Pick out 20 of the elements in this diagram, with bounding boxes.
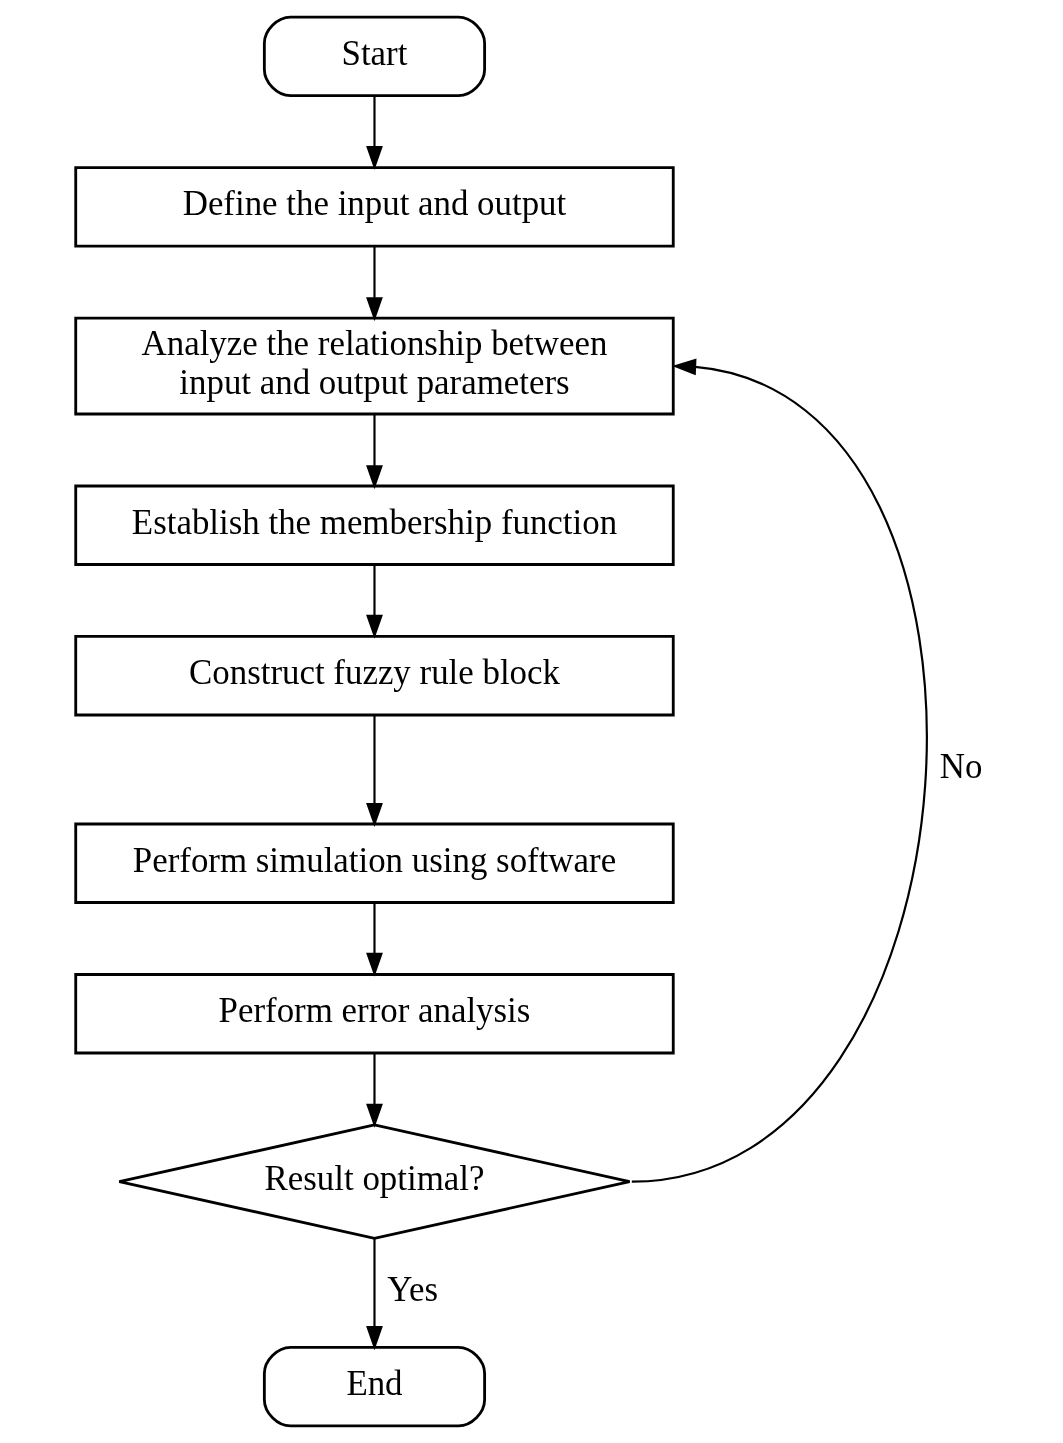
node-box: Define the input and output xyxy=(74,166,675,248)
edge-label: No xyxy=(939,746,983,786)
node-box: Construct fuzzy rule block xyxy=(74,635,675,717)
arrow xyxy=(631,358,927,1183)
node-box: Start xyxy=(262,15,487,98)
arrow xyxy=(366,1238,383,1351)
arrow xyxy=(366,903,383,977)
edge-label: Yes xyxy=(387,1270,439,1310)
arrow xyxy=(366,715,383,828)
arrow xyxy=(366,565,383,639)
arrow xyxy=(366,246,383,322)
arrow xyxy=(366,96,383,170)
node-box: Perform simulation using software xyxy=(74,822,675,904)
node-box: Perform error analysis xyxy=(74,973,675,1055)
node-box: Analyze the relationship between input and output parameters xyxy=(74,316,675,416)
arrow xyxy=(366,414,383,490)
node-box: End xyxy=(262,1345,487,1428)
node-box: Establish the membership function xyxy=(74,484,675,566)
node-diamond: Result optimal? xyxy=(117,1123,632,1240)
arrow xyxy=(366,1053,383,1128)
